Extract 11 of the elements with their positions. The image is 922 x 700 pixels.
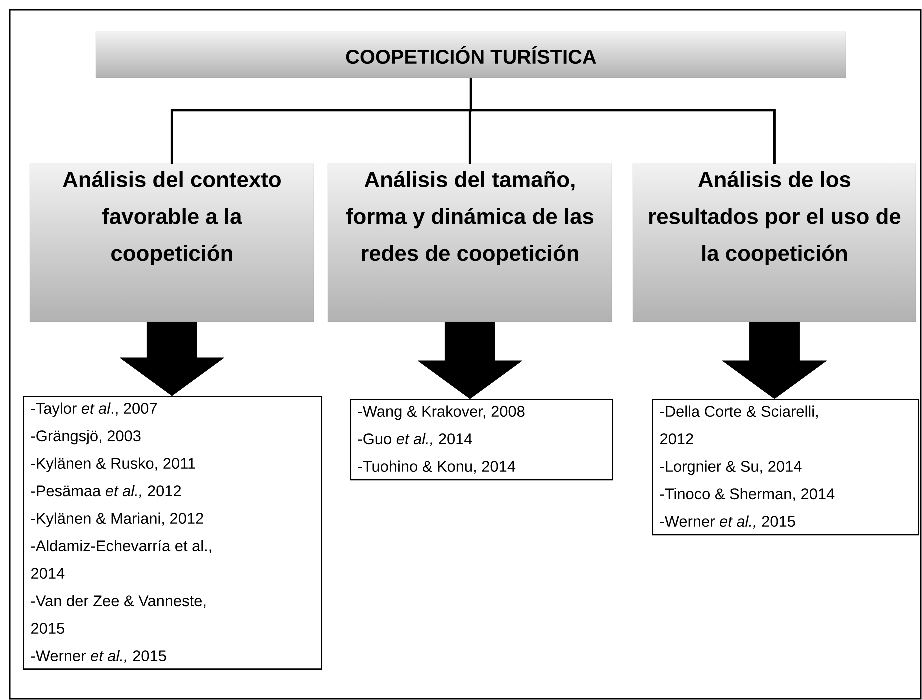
reference-list-box: -Taylor et al., 2007 -Grängsjö, 2003 -Kylänen & Rusko, 2011 -Pesämaa et al., 2012 -Kylänen & Mariani, 2012 -Aldamiz-Echevarría et al., 2014 -Van der Zee & Vanneste, 2015 -Werner et al., 2015 [23,396,322,670]
block-arrow [418,322,522,400]
connector-line [470,78,776,164]
reference-list-box: -Wang & Krakover, 2008 -Guo et al., 2014 -Tuohino & Konu, 2014 [350,399,614,481]
reference-list-box: -Della Corte & Sciarelli, 2012 -Lorgnier & Su, 2014 -Tinoco & Sherman, 2014 -Werner et al., 2015 [652,399,920,536]
category-box: Análisis del contexto favorable a la coopetición [30,164,314,322]
block-arrow [722,322,827,400]
block-arrow [120,322,224,396]
category-box: Análisis de los resultados por el uso de la coopetición [633,164,916,322]
title-box: COOPETICIÓN TURÍSTICA [96,32,846,78]
category-box: Análisis del tamaño, forma y dinámica de las redes de coopetición [328,164,612,322]
